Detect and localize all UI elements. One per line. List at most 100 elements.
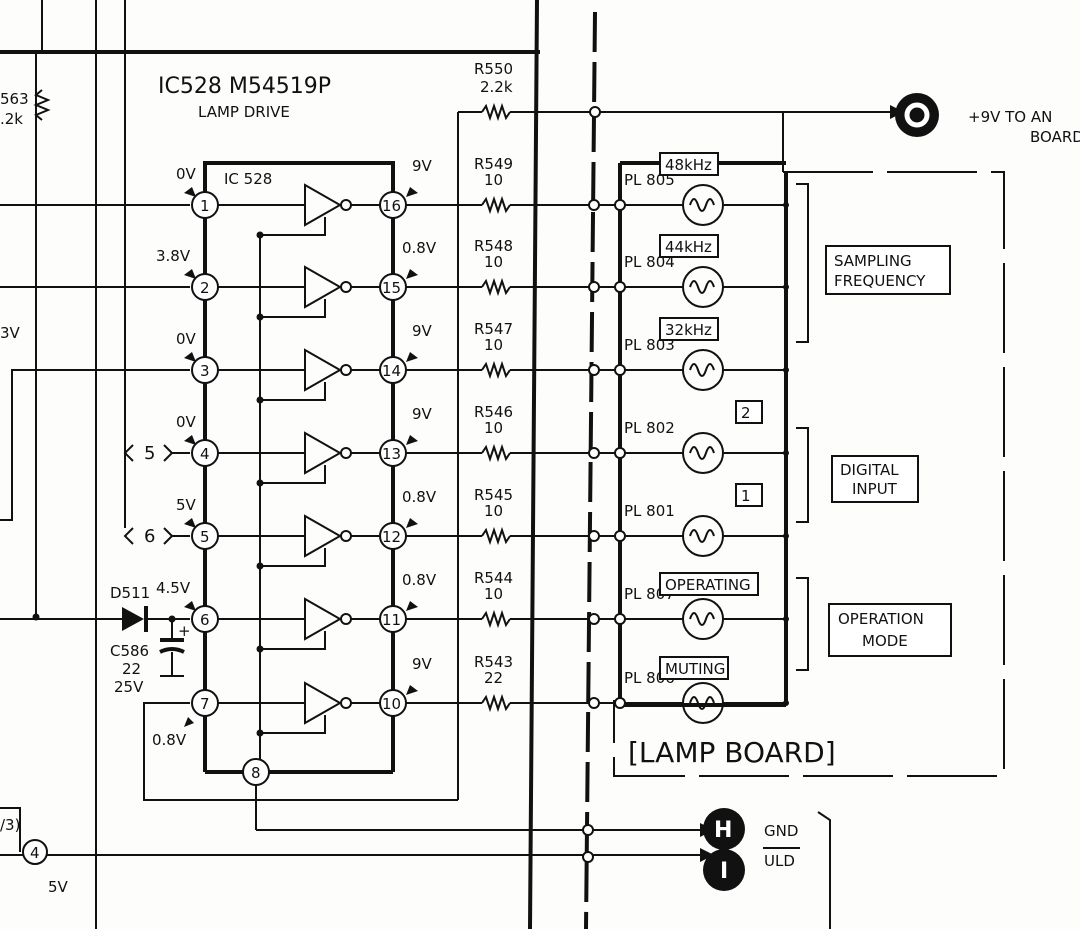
inverter-bubble-6 [340,613,352,625]
junction-b-12 [614,530,626,542]
gate-tap-5 [260,548,326,567]
gnd-label: GND [764,822,798,840]
pin-1-voltage: 0V [176,165,197,183]
gate-tap-1 [260,217,326,236]
pin-13-voltage: 9V [412,405,433,423]
lamp-rail-node-12 [783,533,789,539]
pin8-group: 8 [242,758,270,786]
pin-14-label: 14 [382,362,401,380]
junction-b-13 [614,447,626,459]
pin-2-label: 2 [200,279,210,297]
lamp-bulb-13 [682,432,724,474]
connector-5-left [123,444,134,462]
lamp-13-name: PL 802 [624,419,675,437]
pin-15-arrow [406,269,418,279]
group-digital-1: DIGITAL [840,461,899,479]
lamp-filament-16 [689,198,715,212]
lamp-rail-node-15 [783,284,789,290]
lamp-rail-node-13 [783,450,789,456]
resistor-R544-name: R544 [474,569,513,587]
r563-resistor [33,89,51,121]
junction-a-15 [588,281,600,293]
pin-7-voltage: 0.8V [152,731,187,749]
resistor-R546-name: R546 [474,403,513,421]
inverter-bubble-5 [340,530,352,542]
pin-16-arrow [406,187,418,197]
junction-a-10 [588,697,600,709]
inverter-3 [304,348,343,392]
resistor-R548-name: R548 [474,237,513,255]
bracket-op [796,577,809,671]
pin-3-label: 3 [200,362,210,380]
lamp-10-badge-box [659,656,729,680]
p4-tag: /3) [0,816,20,834]
junction-a-16 [588,199,600,211]
rail-node-3 [256,396,264,404]
pin-11-voltage: 0.8V [402,571,437,589]
pin-4-label: 4 [200,445,210,463]
lamp-10-badge: MUTING [665,660,725,678]
r563-value: .2k [0,110,23,128]
terminal-i [703,849,745,891]
pin-1-arrow [184,187,196,197]
left-edge-voltage: 3V [0,324,21,342]
c586-name: C586 [110,642,149,660]
inverter-4 [304,431,343,475]
group-sampling-1: SAMPLING [834,252,912,270]
junction-b-11 [614,613,626,625]
inverter-bubble-2 [340,281,352,293]
ic-title: IC528 M54519P [158,74,331,99]
resistor-R543 [481,693,511,713]
lamp-14-badge: 32kHz [665,321,712,339]
resistor-R547 [481,360,511,380]
p4-pin [22,839,48,865]
pin-5-arrow [184,518,196,528]
inverter-bubble-1 [340,199,352,211]
pin-2-voltage: 3.8V [156,247,191,265]
pin-8-label: 8 [251,764,261,782]
lamp-board-frame [613,171,1005,777]
pin-5-label: 5 [200,528,210,546]
pin-16-voltage: 9V [412,157,433,175]
gate-tap-6 [260,631,326,650]
resistor-R547-name: R547 [474,320,513,338]
lamp-filament-13 [689,446,715,460]
connector-5-right [163,444,174,462]
connector-6-left [123,527,134,545]
terminal-o-ring [904,102,930,128]
pin-1-label: 1 [200,197,210,215]
resistor-R545-name: R545 [474,486,513,504]
junction-b-16 [614,199,626,211]
box-sampling [825,245,951,295]
right-bracket-gnd [817,811,831,929]
c586-val1: 22 [122,660,141,678]
resistor-R545 [481,526,511,546]
lamp-12-badge: 1 [741,487,751,505]
inverter-bubble-4 [340,447,352,459]
lamp-13-badge-box [735,400,763,424]
lamp-bulb-12 [682,515,724,557]
pin-14-arrow [406,352,418,362]
ic-body-top [203,161,395,205]
lamp-rail-node-16 [783,202,789,208]
gate-tap-3 [260,382,326,401]
pin-10-label: 10 [382,695,401,713]
lamp-rail-node-11 [783,616,789,622]
lamp-rail-node-10 [783,700,789,706]
pin-12-arrow [406,518,418,528]
lamp-15-badge: 44kHz [665,238,712,256]
lamp-16-badge-box [659,152,719,176]
inverter-6 [304,597,343,641]
lamp-bulb-16 [682,184,724,226]
group-op-1: OPERATION [838,610,924,628]
resistor-R549-value: 10 [484,171,503,189]
pin-13-arrow [406,435,418,445]
pin-4-arrow [184,435,196,445]
inverter-5 [304,514,343,558]
p4-voltage: 5V [48,878,69,896]
inverter-7 [304,681,343,725]
pin-12-label: 12 [382,528,401,546]
lamp-15-badge-box [659,234,719,258]
